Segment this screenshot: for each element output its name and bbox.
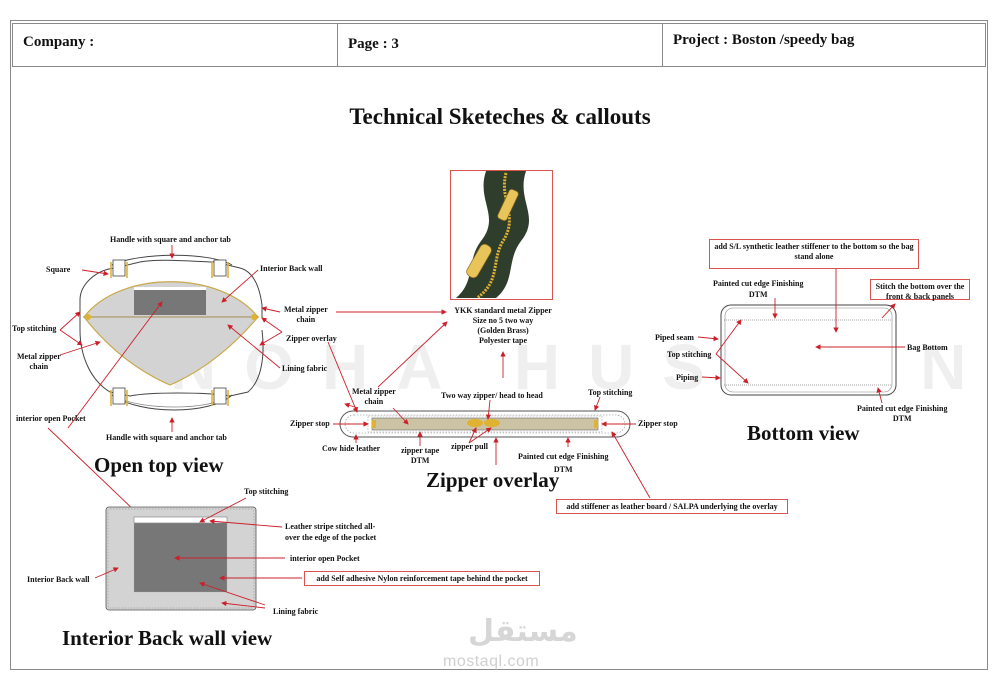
label-square: Square [46, 265, 71, 274]
zipper-pull-right [484, 419, 500, 427]
heading-interior-back-wall-view: Interior Back wall view [62, 626, 273, 650]
leather-stripe [133, 516, 228, 524]
label-line: chain [296, 315, 316, 324]
label-zipper-pull: zipper pull [451, 442, 488, 451]
project-field: Project : Boston /speedy bag [673, 32, 855, 48]
label-bottom-top-stitching: Top stitching [667, 350, 712, 359]
heading-open-top-view: Open top view [94, 453, 224, 477]
lining-bottom [82, 316, 260, 386]
label-line: Painted cut edge Finishing [713, 279, 804, 288]
page-title: Technical Sketeches & callouts [349, 104, 651, 129]
label-iw-top-stitching: Top stitching [244, 487, 289, 496]
label-line: over the edge of the pocket [285, 533, 377, 542]
label-leather-stripe: Leather stripe stitched all-over the edg… [285, 521, 376, 543]
label-line: Metal zipper [284, 305, 328, 314]
label-zipper-overlay: Zipper overlay [286, 334, 337, 343]
label-interior-open-pocket: interior open Pocket [16, 414, 86, 423]
label-line: chain [364, 397, 384, 406]
sheet-frame [10, 20, 988, 670]
zipper-spec: YKK standard metal Zipper Size no 5 two … [447, 306, 559, 346]
spec-line: (Golden Brass) [477, 326, 529, 335]
label-line: zipper tape [401, 446, 440, 455]
callout-nylon-tape: add Self adhesive Nylon reinforcement ta… [304, 571, 540, 586]
mostaql-logo-latin: mostaql.com [443, 653, 540, 670]
mostaql-logo-arabic: مستقل [468, 614, 578, 649]
label-iw-lining-fabric: Lining fabric [273, 607, 319, 616]
spec-line: YKK standard metal Zipper [454, 306, 552, 315]
label-overlay-top-stitching: Top stitching [588, 388, 633, 397]
label-line: DTM [410, 456, 430, 465]
callout-bottom-stiffener: add S/L synthetic leather stiffener to t… [709, 239, 919, 269]
spec-line: Size no 5 two way [472, 316, 534, 325]
header-table: Company : Page : 3 Project : Boston /spe… [12, 23, 986, 67]
callout-stitch-bottom: Stitch the bottom over the front & back … [870, 279, 970, 301]
label-piped-seam: Piped seam [655, 333, 694, 342]
heading-bottom-view: Bottom view [747, 421, 860, 445]
company-field: Company : [13, 24, 338, 66]
bottom-view-drawing [720, 304, 897, 396]
label-iw-interior-open-pocket: interior open Pocket [290, 554, 360, 563]
pocket-rect [134, 290, 206, 315]
label-line: DTM [892, 414, 912, 423]
label-line: DTM [748, 290, 768, 299]
label-bag-bottom: Bag Bottom [907, 343, 948, 352]
label-line: Metal zipper [352, 387, 396, 396]
label-lining-fabric: Lining fabric [282, 364, 328, 373]
label-line: DTM [553, 465, 573, 474]
zipper-photo [450, 170, 553, 300]
interior-back-wall-drawing [105, 506, 257, 611]
label-iw-interior-back-wall: Interior Back wall [27, 575, 90, 584]
bag-outer-bottom [79, 329, 264, 397]
zipper-overlay-drawing [339, 410, 631, 438]
label-two-way-zipper: Two way zipper/ head to head [441, 391, 543, 400]
callout-stiffener: add stiffener as leather board / SALPA u… [556, 499, 788, 514]
label-line: Painted cut edge Finishing [857, 404, 948, 413]
heading-zipper-overlay: Zipper overlay [426, 468, 560, 492]
label-handle-bottom: Handle with square and anchor tab [106, 433, 227, 442]
open-top-view-drawing [79, 254, 264, 411]
label-piping: Piping [676, 373, 699, 382]
label-line: chain [29, 362, 49, 371]
label-line: Painted cut edge Finishing [518, 452, 609, 461]
label-cow-hide-leather: Cow hide leather [322, 444, 381, 453]
pocket-panel [134, 523, 227, 592]
bag-bottom-panel [720, 304, 897, 396]
page-number-field: Page : 3 [338, 24, 663, 66]
label-zipper-stop-right: Zipper stop [638, 419, 678, 428]
zipper-pull-left [467, 419, 483, 427]
label-line: Leather stripe stitched all- [285, 522, 376, 531]
label-top-stitching: Top stitching [12, 324, 57, 333]
label-handle-top: Handle with square and anchor tab [110, 235, 231, 244]
label-line: Metal zipper [17, 352, 61, 361]
spec-line: Polyester tape [478, 336, 528, 345]
bag-outer-top [79, 259, 263, 318]
label-interior-back-wall: Interior Back wall [260, 264, 323, 273]
label-zipper-stop-left: Zipper stop [290, 419, 330, 428]
